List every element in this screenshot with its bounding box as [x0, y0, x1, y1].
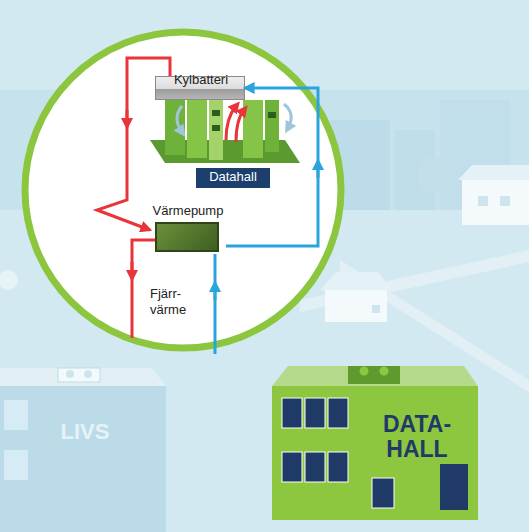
heat-arrow — [236, 110, 244, 142]
skyline — [0, 90, 529, 210]
node-text: Kylbatteri — [156, 73, 246, 87]
server-rack — [265, 100, 279, 152]
district-heat-pipe — [214, 254, 217, 354]
server-window — [282, 398, 302, 428]
livs-building: LIVS — [0, 386, 166, 532]
server-rack — [209, 100, 223, 160]
flow-arrow — [214, 286, 217, 300]
server-window — [328, 452, 348, 482]
window — [4, 450, 28, 480]
server-rack — [187, 100, 207, 158]
server-window — [305, 398, 325, 428]
node-text: Värmepump — [150, 204, 226, 218]
heat-pump-unit — [155, 222, 219, 252]
datahall-roof — [272, 366, 478, 386]
server-light — [268, 112, 276, 118]
roof-fan — [360, 367, 369, 376]
pipe-connector — [226, 88, 318, 246]
heat-arrow — [226, 106, 236, 140]
server-rack — [243, 100, 263, 158]
node-text: Datahall — [196, 170, 270, 184]
road — [340, 260, 529, 392]
tree — [417, 157, 453, 193]
city-building — [440, 100, 510, 210]
cool-arrow — [284, 104, 291, 128]
server-window — [282, 452, 302, 482]
house — [325, 290, 387, 322]
roof-unit — [58, 368, 100, 382]
house-roof — [320, 272, 392, 290]
zoom-circle — [25, 32, 341, 348]
roof-fan — [380, 367, 389, 376]
door — [440, 464, 468, 510]
roof-fan — [66, 370, 74, 378]
server-light — [212, 110, 220, 116]
cooling-coil-box: Kylbatteri — [155, 76, 245, 100]
house-window — [372, 305, 380, 313]
rack-platform — [150, 140, 300, 163]
road — [300, 250, 529, 312]
city-building — [330, 120, 390, 210]
house-window — [478, 196, 488, 206]
house-window — [500, 196, 510, 206]
flow-arrow — [317, 164, 320, 178]
house-roof — [458, 165, 529, 180]
server-rack — [165, 100, 185, 155]
server-window — [328, 398, 348, 428]
pipe-label: Fjärr- värme — [150, 286, 200, 317]
node-text: DATA- HALL — [376, 412, 458, 463]
window — [4, 400, 28, 430]
server-window — [305, 452, 325, 482]
node-text: LIVS — [40, 420, 130, 444]
cool-arrow — [177, 106, 182, 132]
server-window — [372, 478, 394, 508]
datahall-tag: Datahall — [196, 168, 270, 188]
livs-roof — [0, 368, 166, 386]
roof-fan — [84, 370, 92, 378]
roof-unit — [348, 366, 400, 384]
heat-pump: Värmepump — [150, 204, 226, 254]
flow-arrow — [126, 110, 129, 124]
lamp — [0, 270, 18, 290]
server-light — [212, 125, 220, 131]
house — [462, 180, 529, 225]
datahall-building: DATA- HALL — [272, 386, 478, 520]
flow-arrow — [131, 262, 134, 276]
city-building — [395, 130, 435, 210]
pipe-connector — [97, 58, 170, 230]
